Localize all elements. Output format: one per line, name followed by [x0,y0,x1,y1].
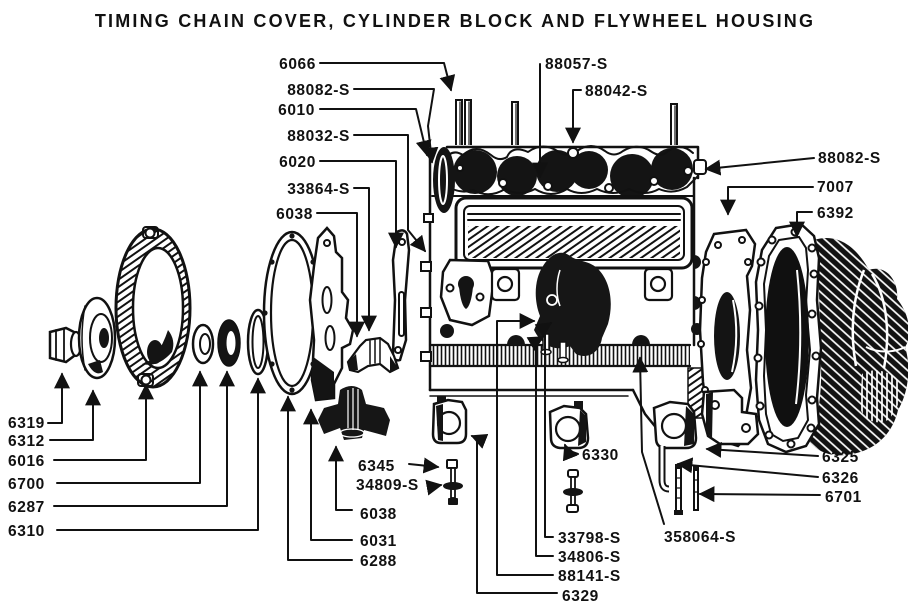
front-hub-boss [433,147,455,213]
water-jacket-cover [454,196,694,270]
part-label-6310: 6310 [8,523,45,540]
rear-support-bracket [700,388,760,446]
part-label-6288: 6288 [360,553,397,570]
oil-pump-assembly [534,252,611,364]
front-bearing-cap [431,396,468,445]
leader-6066 [319,62,456,92]
part-label-88082-s-right: 88082-S [818,150,881,167]
leader-88082-s-right [704,157,815,176]
part-label-6038-bottom: 6038 [360,506,397,523]
leader-358064-s [632,356,665,525]
support-studs [674,464,699,515]
part-label-6031: 6031 [360,533,397,550]
cover-gasket-strip [391,229,411,362]
leader-6020 [319,160,404,249]
leader-6016 [53,383,154,461]
timing-chain-cover [114,226,192,389]
part-label-6345: 6345 [358,458,395,475]
part-label-6329: 6329 [562,588,599,605]
cap-bolt [563,469,583,513]
leader-88141-s [496,313,554,576]
part-label-358064-s: 358064-S [664,529,736,546]
leader-34806-s [526,336,554,557]
head-studs [455,99,678,149]
part-label-6319: 6319 [8,415,45,432]
leader-6010 [319,108,432,157]
crank-nut [48,326,83,364]
part-label-6330: 6330 [582,447,619,464]
cylinder-block [420,99,715,432]
part-label-88057-s: 88057-S [545,56,608,73]
leader-6310 [56,377,266,531]
leader-6326 [676,457,819,478]
thin-ring [246,308,270,376]
part-label-6392: 6392 [817,205,854,222]
leader-6287 [53,370,235,507]
part-label-6312: 6312 [8,433,45,450]
part-label-88042-s: 88042-S [585,83,648,100]
oil-seal-washer [191,323,215,365]
part-label-88141-s: 88141-S [558,568,621,585]
part-label-34809-s: 34809-S [356,477,419,494]
leader-33864-s [353,187,377,332]
block-face [420,148,703,392]
crank-pulley [77,296,117,380]
part-label-6010: 6010 [278,102,315,119]
part-label-33798-s: 33798-S [558,530,621,547]
seal-grommet [217,319,241,367]
leader-6330 [562,443,579,462]
leader-88042-s [565,89,582,144]
leader-lines [47,62,821,594]
leader-6031 [303,408,353,541]
leader-7007 [720,186,814,216]
front-cover-plate [308,226,355,402]
rear-bearing-cap [652,400,698,493]
flywheel-housing [810,238,908,456]
leader-88032-s [353,134,427,253]
part-label-6038-top: 6038 [276,206,313,223]
leader-6392 [789,211,813,238]
part-label-34806-s: 34806-S [558,549,621,566]
leader-34809-s [425,479,443,496]
housing-flange [753,222,823,454]
page-title: TIMING CHAIN COVER, CYLINDER BLOCK AND F… [95,11,815,31]
part-label-33864-s: 33864-S [287,181,350,198]
leader-6038-top [316,212,365,338]
leader-6329 [470,433,558,594]
front-engine-mount [318,386,390,440]
part-label-6701: 6701 [825,489,862,506]
cover-gasket-ring [262,230,322,396]
mount-bolt [443,459,463,505]
leader-6038-bottom [328,445,353,511]
part-label-6016: 6016 [8,453,45,470]
part-label-6700: 6700 [8,476,45,493]
leader-6312 [49,389,101,441]
part-label-6287: 6287 [8,499,45,516]
leader-88082-s-left [353,88,439,164]
part-label-6326: 6326 [822,470,859,487]
leader-6325 [705,441,819,458]
part-label-88082-s-left: 88082-S [287,82,350,99]
leader-6288 [280,395,353,561]
leader-33798-s [534,322,554,538]
leader-6319 [47,372,70,424]
part-label-6066: 6066 [279,56,316,73]
part-label-6325: 6325 [822,449,859,466]
leader-6701 [698,486,821,503]
part-label-7007: 7007 [817,179,854,196]
block-deck [431,145,707,198]
front-support-bracket [346,336,400,374]
part-label-6020: 6020 [279,154,316,171]
leader-6345 [408,457,440,474]
part-label-88032-s: 88032-S [287,128,350,145]
leader-6700 [56,370,208,484]
center-bearing-cap [548,401,590,450]
part-labels: 6066 88082-S 6010 88032-S 6020 33864-S 6… [8,56,881,605]
